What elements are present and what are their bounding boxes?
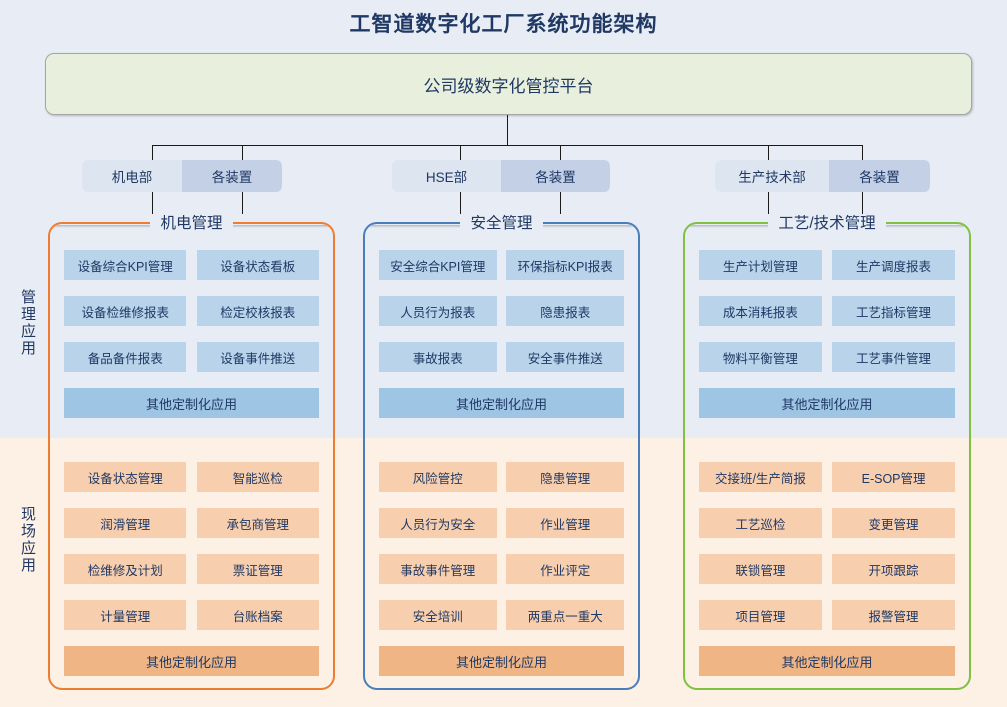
tile[interactable]: 事故事件管理 [379, 554, 497, 584]
tile[interactable]: 环保指标KPI报表 [506, 250, 624, 280]
tile-other-custom[interactable]: 其他定制化应用 [64, 646, 319, 676]
management-tiles-jidian: 设备综合KPI管理 设备状态看板 设备检维修报表 检定校核报表 备品备件报表 设… [64, 250, 319, 418]
tile-other-custom[interactable]: 其他定制化应用 [699, 388, 955, 418]
connector-stem [560, 192, 562, 214]
tile[interactable]: 联锁管理 [699, 554, 822, 584]
dept-name: HSE部 [392, 160, 501, 192]
tile[interactable]: 生产调度报表 [832, 250, 955, 280]
tile-other-custom[interactable]: 其他定制化应用 [379, 646, 624, 676]
connector-drop [862, 146, 864, 161]
platform-label: 公司级数字化管控平台 [423, 76, 594, 96]
tile[interactable]: 设备事件推送 [196, 342, 319, 372]
tile[interactable]: 检定校核报表 [196, 296, 319, 326]
group-panel-anquan: 安全管理 安全综合KPI管理 环保指标KPI报表 人员行为报表 隐患报表 事故报… [363, 215, 640, 690]
connector-drop [152, 146, 154, 161]
dept-unit: 各装置 [501, 160, 610, 192]
tile[interactable]: 设备状态看板 [196, 250, 319, 280]
tile[interactable]: 台账档案 [196, 600, 319, 630]
tile[interactable]: 项目管理 [699, 600, 822, 630]
connector-drop [242, 146, 244, 161]
tile[interactable]: 开项跟踪 [832, 554, 955, 584]
tile[interactable]: 报警管理 [832, 600, 955, 630]
connector-drop [460, 146, 462, 161]
page-title: 工智道数字化工厂系统功能架构 [349, 13, 658, 36]
tile[interactable]: 工艺指标管理 [832, 296, 955, 326]
dept-unit: 各装置 [182, 160, 282, 192]
tile[interactable]: 隐患管理 [506, 462, 624, 492]
tile[interactable]: 事故报表 [379, 342, 497, 372]
tile[interactable]: 智能巡检 [196, 462, 319, 492]
tile[interactable]: 成本消耗报表 [699, 296, 822, 326]
management-tiles-anquan: 安全综合KPI管理 环保指标KPI报表 人员行为报表 隐患报表 事故报表 安全事… [379, 250, 624, 418]
dept-chip-shengchanjishubu[interactable]: 生产技术部 各装置 [715, 160, 930, 192]
tile[interactable]: 票证管理 [196, 554, 319, 584]
field-tiles-gongyi: 交接班/生产简报 E-SOP管理 工艺巡检 变更管理 联锁管理 开项跟踪 项目管… [699, 462, 955, 676]
tile[interactable]: 检维修及计划 [64, 554, 187, 584]
connector-stem [460, 192, 462, 214]
tile[interactable]: 设备状态管理 [64, 462, 187, 492]
platform-box[interactable]: 公司级数字化管控平台 [45, 53, 972, 115]
connector-stem [242, 192, 244, 214]
tile[interactable]: 作业管理 [506, 508, 624, 538]
group-panel-gongyi: 工艺/技术管理 生产计划管理 生产调度报表 成本消耗报表 工艺指标管理 物料平衡… [683, 215, 971, 690]
connector-drop [560, 146, 562, 161]
tile[interactable]: 人员行为安全 [379, 508, 497, 538]
tile[interactable]: 隐患报表 [506, 296, 624, 326]
tile[interactable]: 两重点一重大 [506, 600, 624, 630]
tile[interactable]: 风险管控 [379, 462, 497, 492]
connector-stem [768, 192, 770, 214]
tile[interactable]: 设备检维修报表 [64, 296, 187, 326]
connector-trunk [507, 115, 509, 146]
dept-chip-hse[interactable]: HSE部 各装置 [392, 160, 610, 192]
tile[interactable]: 生产计划管理 [699, 250, 822, 280]
connector-bus [152, 145, 863, 147]
connector-stem [152, 192, 154, 214]
tile[interactable]: 交接班/生产简报 [699, 462, 822, 492]
tile[interactable]: 备品备件报表 [64, 342, 187, 372]
group-panel-jidian: 机电管理 设备综合KPI管理 设备状态看板 设备检维修报表 检定校核报表 备品备… [48, 215, 335, 690]
tile[interactable]: 计量管理 [64, 600, 187, 630]
connector-drop [768, 146, 770, 161]
tile-other-custom[interactable]: 其他定制化应用 [699, 646, 955, 676]
tile[interactable]: 物料平衡管理 [699, 342, 822, 372]
tile[interactable]: 变更管理 [832, 508, 955, 538]
connector-stem [862, 192, 864, 214]
tile[interactable]: 安全综合KPI管理 [379, 250, 497, 280]
tile[interactable]: 承包商管理 [196, 508, 319, 538]
tile-other-custom[interactable]: 其他定制化应用 [64, 388, 319, 418]
tile[interactable]: 安全培训 [379, 600, 497, 630]
tile[interactable]: 人员行为报表 [379, 296, 497, 326]
tile[interactable]: E-SOP管理 [832, 462, 955, 492]
dept-name: 生产技术部 [715, 160, 829, 192]
dept-name: 机电部 [82, 160, 182, 192]
tile-other-custom[interactable]: 其他定制化应用 [379, 388, 624, 418]
zone-label-field: 现场应用 [19, 506, 36, 574]
dept-chip-jidianbu[interactable]: 机电部 各装置 [82, 160, 282, 192]
tile[interactable]: 设备综合KPI管理 [64, 250, 187, 280]
field-tiles-jidian: 设备状态管理 智能巡检 润滑管理 承包商管理 检维修及计划 票证管理 计量管理 … [64, 462, 319, 676]
tile[interactable]: 润滑管理 [64, 508, 187, 538]
tile[interactable]: 工艺巡检 [699, 508, 822, 538]
tile[interactable]: 安全事件推送 [506, 342, 624, 372]
tile[interactable]: 作业评定 [506, 554, 624, 584]
field-tiles-anquan: 风险管控 隐患管理 人员行为安全 作业管理 事故事件管理 作业评定 安全培训 两… [379, 462, 624, 676]
tile[interactable]: 工艺事件管理 [832, 342, 955, 372]
management-tiles-gongyi: 生产计划管理 生产调度报表 成本消耗报表 工艺指标管理 物料平衡管理 工艺事件管… [699, 250, 955, 418]
zone-label-management: 管理应用 [19, 289, 36, 357]
dept-unit: 各装置 [828, 160, 930, 192]
